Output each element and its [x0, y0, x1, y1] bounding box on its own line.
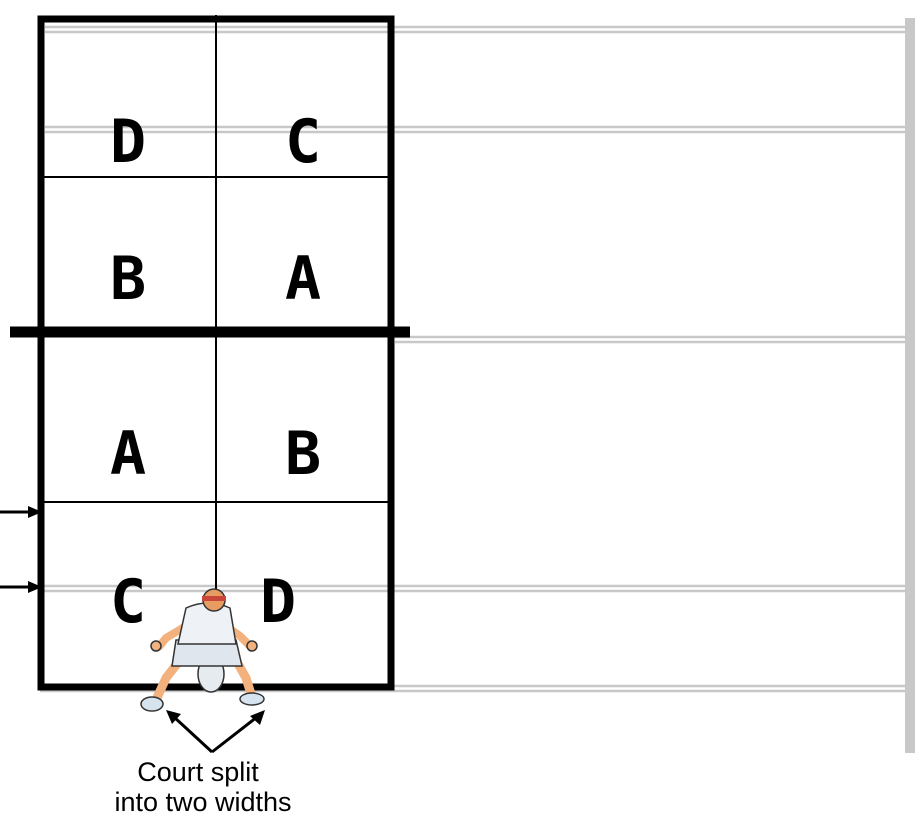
zone-label-far-mid-left: B — [110, 244, 146, 314]
zone-label-far-top-left: D — [110, 107, 146, 177]
zone-label-far-mid-right: A — [285, 244, 321, 314]
zone-label-far-top-right: C — [285, 107, 321, 177]
zone-label-near-bottom-left: C — [110, 567, 146, 637]
left-arrow-upper — [0, 506, 42, 518]
background-guide-lines — [40, 27, 908, 691]
arrow-icon — [250, 710, 265, 725]
tennis-player-icon — [141, 589, 264, 711]
zone-label-near-mid-left: A — [110, 419, 146, 489]
right-edge-bar — [905, 18, 915, 753]
caption-line-1: Court split — [137, 757, 259, 787]
zone-label-near-bottom-right: D — [260, 567, 296, 637]
caption-line-2: into two widths — [114, 787, 291, 814]
left-arrow-lower — [0, 581, 42, 593]
zone-label-near-mid-right: B — [285, 419, 321, 489]
caption-arrows — [166, 710, 265, 752]
